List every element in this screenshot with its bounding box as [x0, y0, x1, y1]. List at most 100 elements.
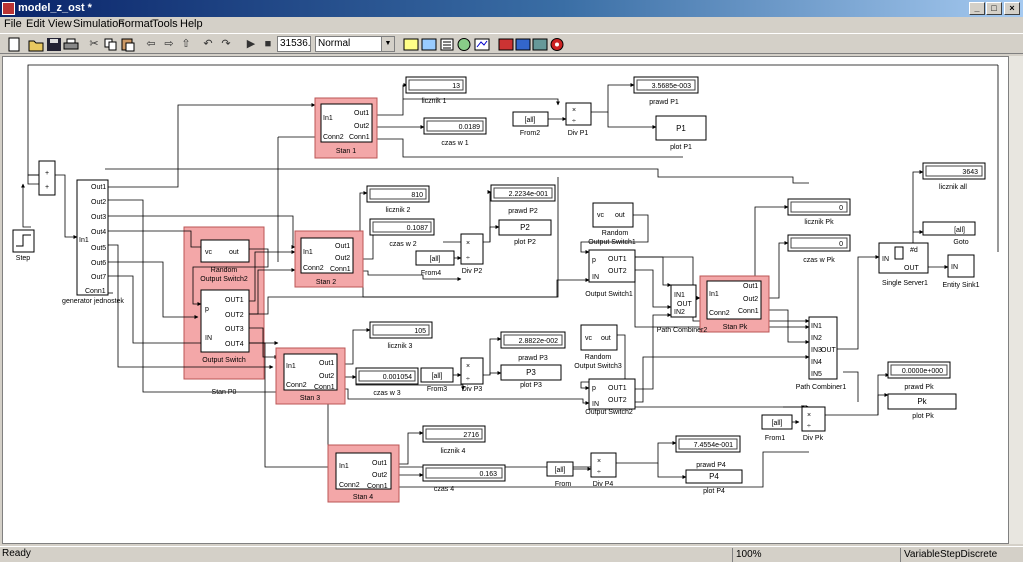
sum-block[interactable]: + + [38, 160, 56, 196]
save-icon[interactable] [46, 37, 62, 52]
licznik-4-label: licznik 4 [441, 448, 466, 455]
new-model-icon[interactable] [6, 37, 22, 52]
plot-p2-block[interactable]: P2 plot P2 [498, 219, 552, 246]
div-p4-block[interactable]: × ÷ Div P4 [590, 452, 617, 488]
licznik-4-display[interactable]: 2716 licznik 4 [422, 425, 486, 455]
from1-label: From1 [765, 435, 785, 442]
path-combiner1-block[interactable]: IN1 IN2 IN3 IN4 IN5 OUT Path Combiner1 [796, 316, 847, 391]
menu-edit[interactable]: Edit [26, 18, 45, 30]
random-output-switch2-block[interactable]: vc out Random Output Switch2 [200, 239, 250, 283]
menu-format[interactable]: Format [118, 18, 153, 30]
stan2-out2: Out2 [335, 255, 350, 262]
minimize-icon[interactable]: _ [969, 2, 985, 15]
back-icon[interactable]: ⇦ [146, 38, 156, 50]
from-block[interactable]: [all] From [546, 461, 574, 488]
vertical-scrollbar[interactable] [1009, 56, 1023, 544]
open-icon[interactable] [28, 37, 44, 52]
licznik-3-display[interactable]: 105 licznik 3 [369, 321, 433, 350]
update-diagram-icon[interactable] [456, 37, 472, 52]
stan-1-subsystem[interactable]: In1 Conn2 Out1 Out2 Conn1 Stan 1 [314, 97, 378, 159]
single-server1-block[interactable]: IN #d OUT Single Server1 [878, 242, 929, 287]
coverage-icon[interactable] [532, 37, 548, 52]
output-switch1-block[interactable]: p IN OUT1 OUT2 Output Switch1 [585, 249, 636, 298]
maximize-icon[interactable]: □ [986, 2, 1002, 15]
czas-4-display[interactable]: 0.163 czas 4 [422, 464, 506, 493]
menu-help[interactable]: Help [180, 18, 203, 30]
stan2-in1: In1 [303, 249, 313, 256]
pc2-out: OUT [677, 301, 693, 308]
redo-icon[interactable]: ↷ [221, 38, 231, 50]
menu-view[interactable]: View [48, 18, 72, 30]
build-icon[interactable] [474, 37, 490, 52]
menu-tools[interactable]: Tools [152, 18, 178, 30]
stan-3-subsystem[interactable]: In1 Conn2 Out1 Out2 Conn1 Stan 3 [275, 347, 346, 405]
prawd-pk-display[interactable]: 0.0000e+000 prawd Pk [887, 361, 951, 391]
div-p1-block[interactable]: × ÷ Div P1 [565, 102, 592, 137]
simulation-mode-select[interactable]: Normal▼ [315, 36, 395, 52]
cut-icon[interactable]: ✂ [89, 38, 99, 50]
goto-block[interactable]: [all] Goto [922, 221, 976, 246]
path-combiner2-block[interactable]: IN1 IN2 OUT Path Combiner2 [657, 284, 708, 334]
div-p2-block[interactable]: × ÷ Div P2 [460, 233, 484, 275]
debugger-icon[interactable] [439, 37, 455, 52]
simulation-stop-time-input[interactable]: 31536... [277, 36, 311, 52]
czas-w-pk-display[interactable]: 0 czas w Pk [787, 234, 851, 264]
prawd-p1-display[interactable]: 3.5685e-003 prawd P1 [633, 76, 699, 106]
dashboard-icon[interactable] [549, 37, 565, 52]
os1-out1: OUT1 [608, 256, 627, 263]
sink-label: Entity Sink1 [943, 282, 980, 289]
stan4-out2: Out2 [372, 472, 387, 479]
random-output-switch1-block[interactable]: vc out Random Output Switch1 [588, 202, 636, 246]
up-icon[interactable]: ⇧ [181, 38, 191, 50]
stan-pk-subsystem[interactable]: In1 Conn2 Out1 Out2 Conn1 Stan Pk [699, 275, 770, 333]
model-advisor-icon[interactable] [498, 37, 514, 52]
czas-w-3-display[interactable]: 0.001054 czas w 3 [355, 367, 419, 397]
stop-simulation-icon[interactable]: ■ [264, 38, 272, 50]
prawd-p3-display[interactable]: 2.8822e-002 prawd P3 [500, 331, 566, 362]
menu-simulation[interactable]: Simulation [73, 18, 125, 30]
from3-block[interactable]: [all] From3 [420, 367, 454, 393]
print-icon[interactable] [63, 37, 79, 52]
start-simulation-icon[interactable]: ▶ [246, 38, 256, 50]
chevron-down-icon[interactable]: ▼ [381, 37, 394, 51]
czas-w-1-display[interactable]: 0.0189 czas w 1 [423, 117, 487, 147]
profiler-icon[interactable] [515, 37, 531, 52]
plot-p3-block[interactable]: P3 plot P3 [500, 364, 562, 389]
div-pk-block[interactable]: × ÷ Div Pk [801, 406, 826, 442]
div-p3-block[interactable]: × ÷ Div P3 [460, 357, 484, 393]
copy-icon[interactable] [103, 37, 119, 52]
model-explorer-icon[interactable] [421, 37, 437, 52]
paste-icon[interactable] [120, 37, 136, 52]
output-switch2-block[interactable]: p IN OUT1 OUT2 Output Switch2 [585, 378, 636, 416]
plot-p4-block[interactable]: P4 plot P4 [685, 469, 743, 495]
licznik-2-display[interactable]: 810 licznik 2 [366, 185, 430, 214]
stan-2-subsystem[interactable]: In1 Conn2 Out1 Out2 Conn1 Stan 2 [294, 230, 364, 288]
czas-w-2-display[interactable]: 0.1087 czas w 2 [369, 218, 435, 248]
licznik-all-display[interactable]: 3643 licznik all [922, 162, 986, 191]
library-browser-icon[interactable] [403, 37, 419, 52]
close-icon[interactable]: × [1004, 2, 1020, 15]
licznik-pk-display[interactable]: 0 licznik Pk [787, 198, 851, 226]
prawd-p2-display[interactable]: 2.2234e-001 prawd P2 [490, 184, 556, 215]
from1-block[interactable]: [all] From1 [761, 414, 793, 442]
generator-block[interactable]: In1 Out1 Out2 Out3 Out4 Out5 Out6 Out7 C… [62, 179, 124, 305]
forward-icon[interactable]: ⇨ [164, 38, 174, 50]
os-out2: OUT2 [225, 312, 244, 319]
stan-4-subsystem[interactable]: In1 Conn2 Out1 Out2 Conn1 Stan 4 [327, 444, 400, 503]
licznik-1-display[interactable]: 13 licznik 1 [405, 76, 467, 105]
goto-label: Goto [953, 239, 968, 246]
from4-block[interactable]: [all] From4 [415, 250, 455, 277]
plot-pk-block[interactable]: Pk plot Pk [887, 393, 957, 420]
model-canvas[interactable]: Stan P0 Step + + In1 Out1 Out2 Out3 Out4… [2, 56, 1009, 544]
menu-file[interactable]: File [4, 18, 22, 30]
output-switch-block[interactable]: p IN OUT1 OUT2 OUT3 OUT4 Output Switch [200, 289, 250, 364]
prawd-p4-display[interactable]: 7.4554e-001 prawd P4 [675, 435, 741, 469]
undo-icon[interactable]: ↶ [203, 38, 213, 50]
step-block[interactable]: Step [12, 229, 35, 262]
plot-p1-block[interactable]: P1 plot P1 [655, 115, 707, 151]
stan2-out1: Out1 [335, 243, 350, 250]
entity-sink1-block[interactable]: IN Entity Sink1 [943, 254, 980, 289]
div-pk-label: Div Pk [803, 435, 824, 442]
random-output-switch3-block[interactable]: vc out Random Output Switch3 [574, 324, 622, 370]
from2-block[interactable]: [all] From2 [512, 111, 549, 137]
